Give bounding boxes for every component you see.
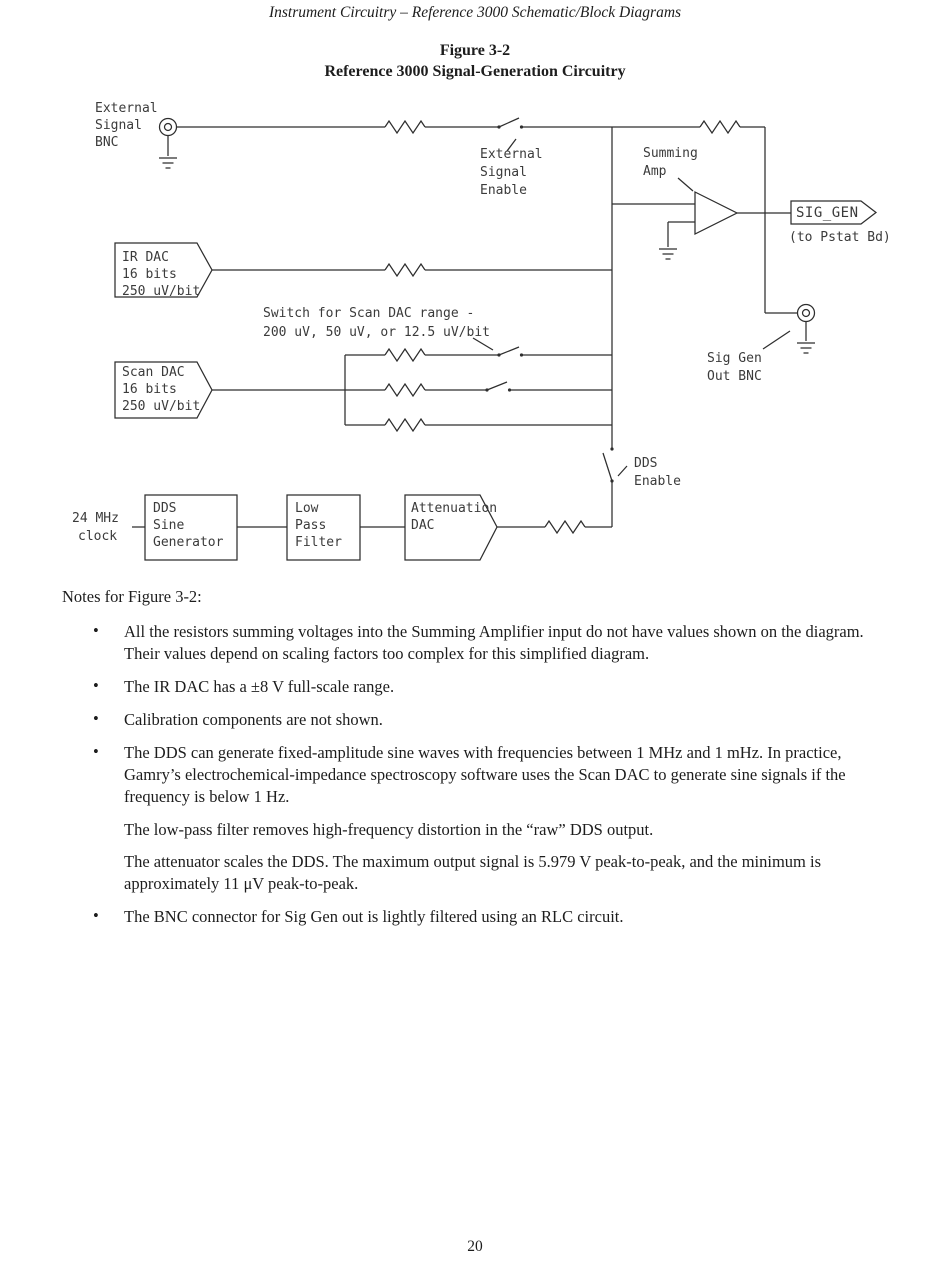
attenuation-dac-label: Attenuation	[411, 501, 497, 516]
ir-dac-block	[114, 242, 213, 298]
low-pass-filter-label: Low	[295, 501, 319, 516]
opamp-icon	[612, 190, 791, 260]
sig-gen-out-bnc-label: Sig Gen	[707, 351, 762, 366]
low-pass-filter-label: Pass	[295, 518, 326, 533]
note-text: The low-pass filter removes high-frequen…	[124, 819, 654, 839]
ir-dac-label: 16 bits	[122, 267, 177, 282]
ground-icon	[796, 342, 816, 354]
scan-dac-wire	[212, 348, 612, 432]
dds-sine-generator-label: Sine	[153, 518, 184, 533]
note-item: • All the resistors summing voltages int…	[62, 621, 880, 665]
summing-amp-pointer	[677, 177, 694, 192]
note-text: The DDS can generate fixed-amplitude sin…	[124, 742, 846, 806]
resistor-icon	[384, 383, 426, 397]
notes-heading: Notes for Figure 3-2:	[62, 587, 202, 606]
note-text: The BNC connector for Sig Gen out is lig…	[124, 907, 624, 927]
feedback-resistor-wire	[699, 120, 766, 213]
low-pass-filter-label: Filter	[295, 535, 342, 550]
resistor-icon	[544, 520, 586, 534]
sig-gen-out-wire	[764, 213, 798, 314]
scan-range-switch-icon	[485, 381, 512, 392]
scan-range-switch-icon	[497, 346, 524, 357]
resistor-icon	[384, 120, 426, 134]
scan-dac-label: 250 uV/bit	[122, 399, 200, 414]
clock-label: clock	[78, 529, 117, 544]
summing-amp-label: Amp	[643, 164, 667, 179]
page-number: 20	[467, 1238, 483, 1255]
dds-sine-generator-label: DDS	[153, 501, 176, 516]
bullet-icon: •	[93, 620, 99, 640]
dds-sine-generator-label: Generator	[153, 535, 224, 550]
external-signal-bnc-label: Signal	[95, 118, 142, 133]
note-item: • The BNC connector for Sig Gen out is l…	[62, 906, 880, 928]
clock-label: 24 MHz	[72, 511, 119, 526]
page-header: Instrument Circuitry – Reference 3000 Sc…	[268, 4, 682, 21]
summing-amp-label: Summing	[643, 146, 698, 161]
external-signal-bnc-label: External	[95, 101, 158, 116]
resistor-icon	[384, 348, 426, 362]
note-text: Calibration components are not shown.	[124, 709, 383, 729]
ir-dac-wire	[212, 263, 612, 277]
ground-icon	[658, 248, 678, 260]
ir-dac-label: IR DAC	[122, 250, 169, 265]
external-signal-wire	[176, 120, 499, 134]
to-pstat-label: (to Pstat Bd)	[789, 230, 891, 245]
dds-output-wire	[497, 481, 613, 534]
sig-gen-out-bnc-label: Out BNC	[707, 369, 762, 384]
scan-range-note: 200 uV, 50 uV, or 12.5 uV/bit	[263, 325, 490, 340]
bullet-icon: •	[93, 708, 99, 728]
attenuation-dac-label: DAC	[411, 518, 434, 533]
note-item: • The DDS can generate fixed-amplitude s…	[62, 742, 880, 808]
dds-enable-label: DDS	[634, 456, 657, 471]
external-signal-enable-switch-icon	[497, 117, 524, 152]
scan-dac-label: 16 bits	[122, 382, 177, 397]
signal-generation-diagram: External Signal BNC External Signal Enab…	[72, 101, 891, 561]
note-text: All the resistors summing voltages into …	[124, 621, 864, 663]
sig-gen-out-pointer	[762, 330, 791, 350]
note-item: • The IR DAC has a ±8 V full-scale range…	[62, 676, 880, 698]
sig-gen-flag	[790, 200, 878, 225]
dds-enable-switch-icon	[602, 447, 628, 483]
figure-title: Reference 3000 Signal-Generation Circuit…	[324, 63, 626, 80]
note-item-continuation: The attenuator scales the DDS. The maxim…	[62, 851, 880, 895]
ir-dac-label: 250 uV/bit	[122, 284, 200, 299]
scan-range-pointer	[472, 337, 494, 351]
note-item: • Calibration components are not shown.	[62, 709, 880, 731]
notes-section: Notes for Figure 3-2: • All the resistor…	[62, 586, 880, 939]
bullet-icon: •	[93, 741, 99, 761]
external-signal-enable-label: External	[480, 147, 543, 162]
sig-gen-out-bnc-connector-icon	[796, 303, 816, 354]
attenuation-dac-block	[404, 494, 498, 561]
scan-dac-label: Scan DAC	[122, 365, 185, 380]
note-item-continuation: The low-pass filter removes high-frequen…	[62, 819, 880, 841]
scan-range-note: Switch for Scan DAC range -	[263, 306, 474, 321]
note-text: The IR DAC has a ±8 V full-scale range.	[124, 676, 395, 696]
ground-icon	[158, 157, 178, 169]
external-signal-bnc-label: BNC	[95, 135, 118, 150]
dds-enable-label: Enable	[634, 474, 681, 489]
external-signal-bnc-connector-icon	[158, 117, 178, 169]
figure-label: Figure 3-2	[439, 42, 511, 59]
external-signal-enable-label: Enable	[480, 183, 527, 198]
bullet-icon: •	[93, 906, 99, 926]
scan-dac-block	[114, 361, 213, 419]
external-signal-enable-label: Signal	[480, 165, 527, 180]
resistor-icon	[384, 263, 426, 277]
resistor-icon	[699, 120, 741, 134]
note-text: The attenuator scales the DDS. The maxim…	[124, 852, 822, 894]
resistor-icon	[384, 418, 426, 432]
sig-gen-flag-label: SIG_GEN	[796, 205, 859, 221]
bullet-icon: •	[93, 675, 99, 695]
